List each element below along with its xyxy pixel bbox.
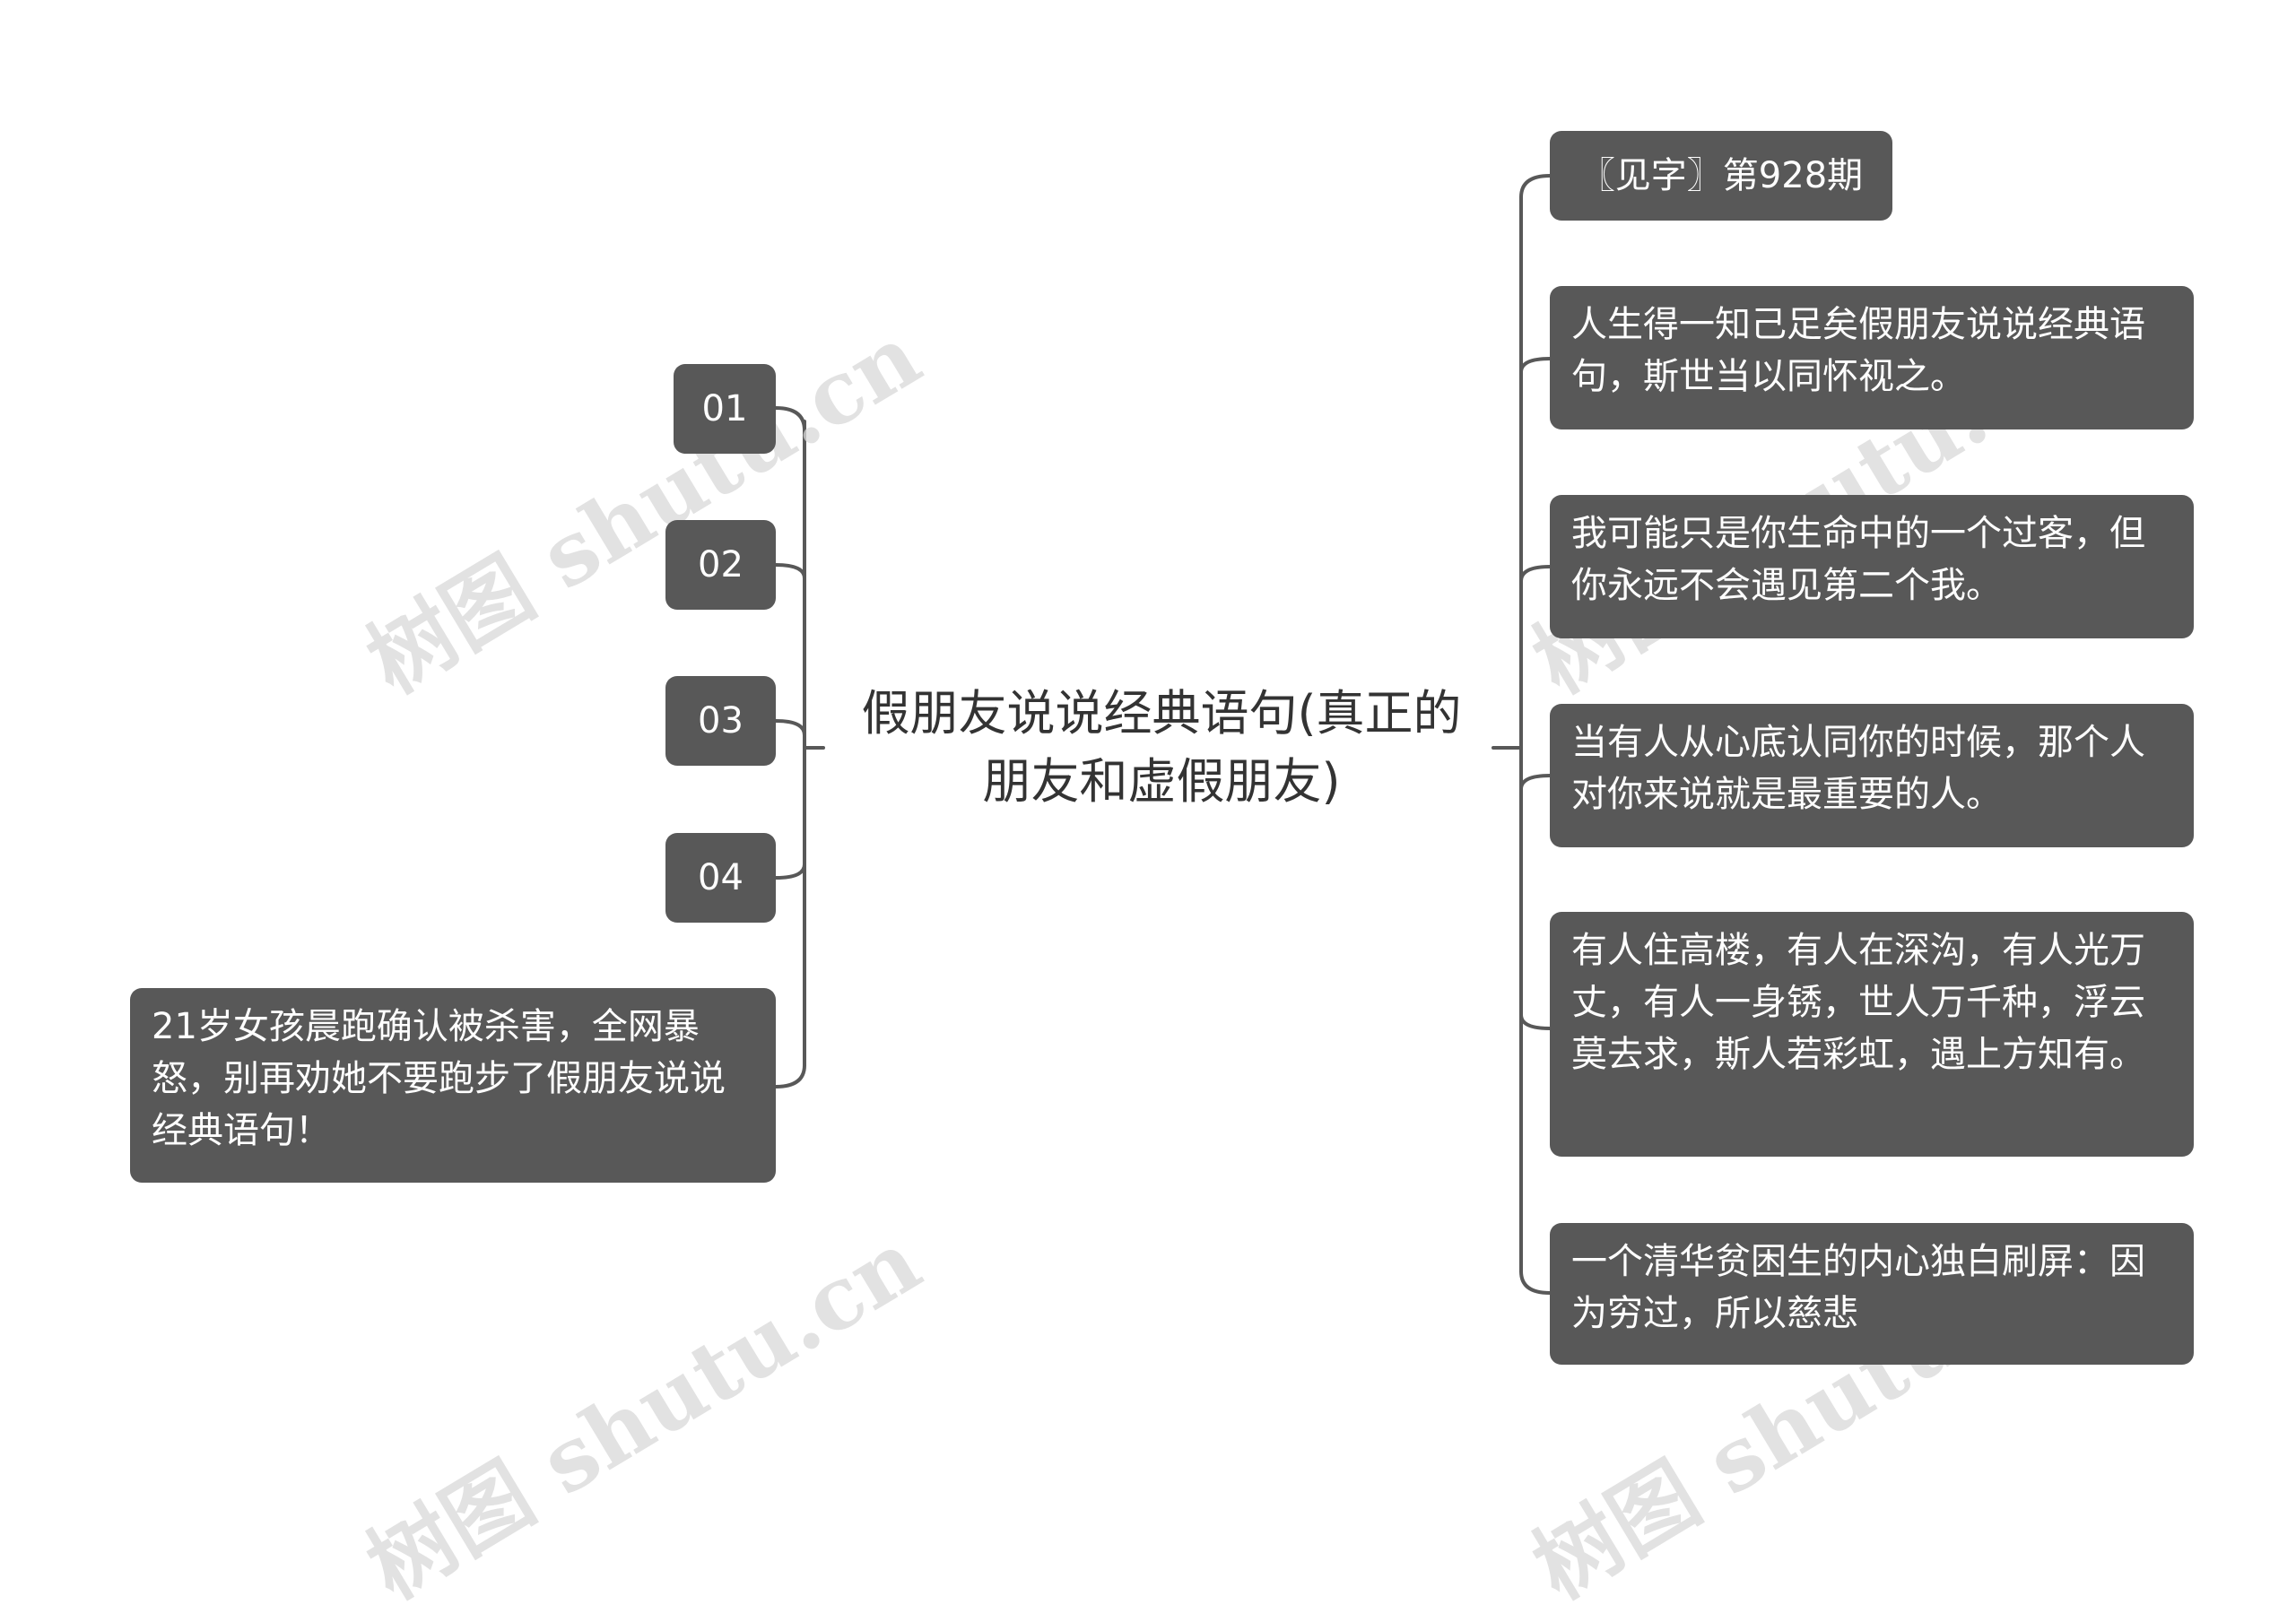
center-topic[interactable]: 假朋友说说经典语句(真正的朋友和虚假朋友): [861, 685, 1462, 810]
left-node-01[interactable]: 01: [674, 364, 776, 454]
right-node-quote-1[interactable]: 人生得一知己足矣假朋友说说经典语句，斯世当以同怀视之。: [1550, 286, 2194, 429]
right-node-issue[interactable]: 〖见字〗第928期: [1550, 131, 1892, 221]
right-node-quote-2[interactable]: 我可能只是你生命中的一个过客，但你永远不会遇见第二个我。: [1550, 495, 2194, 638]
left-node-news[interactable]: 21岁女孩晨跑确认被杀害，全网暴怒，别再劝她不要跑步了假朋友说说经典语句！: [130, 988, 776, 1183]
right-node-quote-3[interactable]: 当有人从心底认同你的时候，那个人对你来说就是最重要的人。: [1550, 704, 2194, 847]
right-node-quote-5[interactable]: 一个清华贫困生的内心独白刷屏：因为穷过，所以慈悲: [1550, 1223, 2194, 1365]
left-node-02[interactable]: 02: [665, 520, 776, 610]
right-node-quote-4[interactable]: 有人住高楼，有人在深沟，有人光万丈，有人一身锈，世人万千种，浮云莫去求，斯人若彩…: [1550, 912, 2194, 1157]
connector-lines: [774, 174, 1552, 1295]
left-node-03[interactable]: 03: [665, 676, 776, 766]
mindmap-canvas: 树图 shutu.cn 树图 shutu.cn 树图 shutu.cn 树图 s…: [130, 131, 2194, 1618]
left-node-04[interactable]: 04: [665, 833, 776, 923]
